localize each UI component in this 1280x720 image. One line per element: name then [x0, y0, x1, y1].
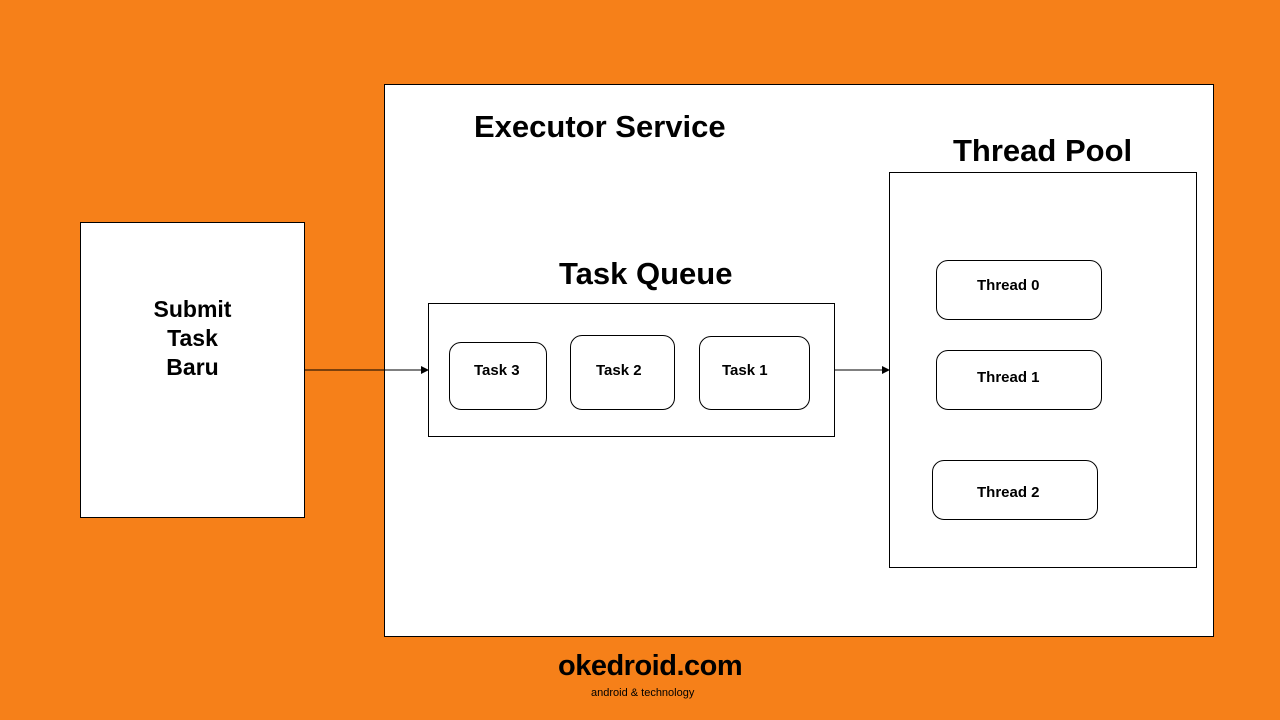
task-label: Task 2 [596, 362, 642, 379]
task-queue-title: Task Queue [559, 256, 733, 291]
task-label: Task 1 [722, 362, 768, 379]
submit-task-box: Submit Task Baru [80, 222, 305, 518]
thread-label: Thread 2 [977, 484, 1040, 501]
logo-tagline: android & technology [591, 687, 695, 699]
thread-label: Thread 0 [977, 277, 1040, 294]
thread-item: Thread 0 [936, 260, 1102, 320]
submit-task-label: Submit Task Baru [81, 295, 304, 382]
thread-item: Thread 1 [936, 350, 1102, 410]
executor-service-title: Executor Service [474, 109, 726, 144]
thread-pool-title: Thread Pool [953, 133, 1133, 168]
thread-label: Thread 1 [977, 369, 1040, 386]
submit-label-line-1: Submit [153, 296, 232, 322]
task-item: Task 1 [699, 336, 810, 410]
task-label: Task 3 [474, 362, 520, 379]
task-item: Task 2 [570, 335, 675, 410]
thread-item: Thread 2 [932, 460, 1098, 520]
task-item: Task 3 [449, 342, 547, 410]
submit-label-line-2: Task [167, 325, 218, 351]
submit-label-line-3: Baru [166, 354, 219, 380]
okedroid-logo: okedroid.com [558, 650, 743, 682]
